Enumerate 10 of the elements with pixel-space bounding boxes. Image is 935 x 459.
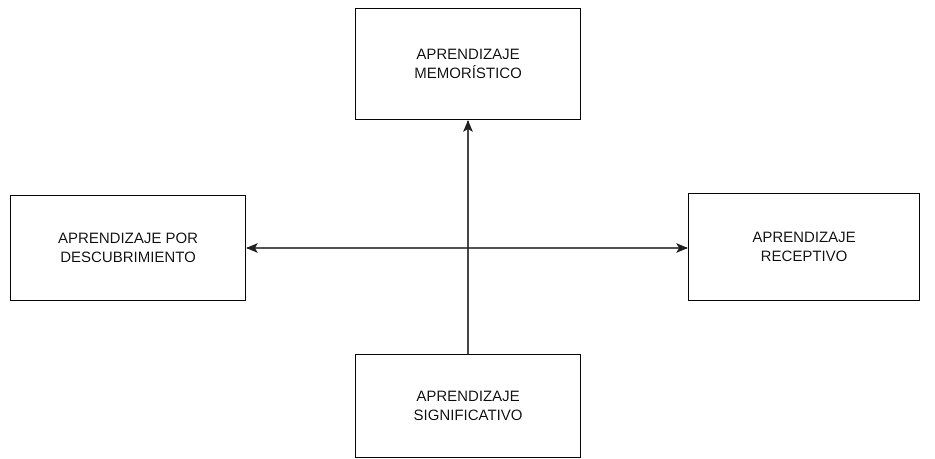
concept-label: APRENDIZAJE MEMORÍSTICO [413, 44, 523, 84]
concept-box [10, 195, 246, 301]
concept-box [688, 193, 920, 301]
concept-label: APRENDIZAJE RECEPTIVO [751, 228, 857, 266]
concept-box [355, 8, 581, 120]
concept-label: APRENDIZAJE SIGNIFICATIVO [412, 386, 524, 426]
concept-box [355, 354, 581, 458]
arrow [246, 243, 688, 253]
arrow [463, 120, 473, 354]
concept-label: APRENDIZAJE POR DESCUBRIMIENTO [56, 228, 200, 268]
